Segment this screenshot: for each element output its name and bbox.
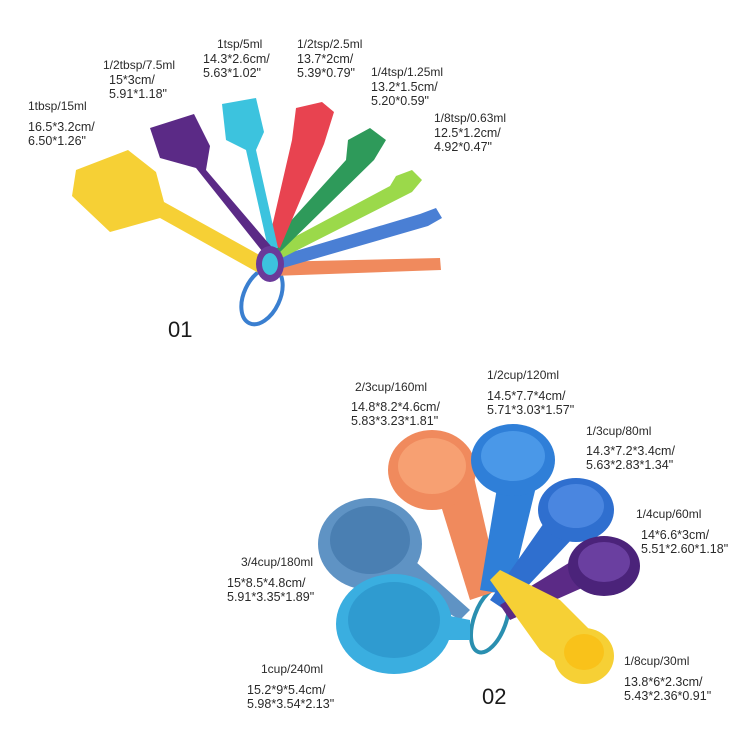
spoon-title: 1tbsp/15ml: [28, 99, 87, 113]
spoon-title: 1/2tbsp/7.5ml: [103, 58, 176, 72]
cup-label-1-3: 1/3cup/80ml 14.3*7.2*3.4cm/ 5.63*2.83*1.…: [586, 424, 675, 473]
cup-dim-in: 5.98*3.54*2.13": [247, 697, 335, 712]
spoon-1tbsp: [72, 150, 272, 276]
cup-title: 2/3cup/160ml: [355, 380, 428, 394]
set-number-02: 02: [482, 684, 507, 709]
cup-dim-in: 5.71*3.03*1.57": [487, 403, 575, 418]
spoon-dim-in: 5.20*0.59": [371, 94, 429, 109]
spoon-label-1tsp: 1tsp/5ml 14.3*2.6cm/ 5.63*1.02": [203, 37, 270, 81]
cup-label-1: 1cup/240ml 15.2*9*5.4cm/ 5.98*3.54*2.13": [247, 662, 335, 712]
spoon-dim-cm: 15*3cm/: [109, 72, 155, 87]
cup-dim-cm: 14.8*8.2*4.6cm/: [351, 399, 440, 414]
spoon-title: 1/8tsp/0.63ml: [434, 111, 507, 125]
cup-label-3-4: 3/4cup/180ml 15*8.5*4.8cm/ 5.91*3.35*1.8…: [227, 555, 315, 605]
spoon-title: 1tsp/5ml: [217, 37, 263, 51]
spoon-1-8tsp: [272, 208, 442, 270]
cup-title: 1/4cup/60ml: [636, 507, 702, 521]
spoon-orange: [270, 258, 441, 276]
cup-dim-cm: 14.3*7.2*3.4cm/: [586, 443, 675, 458]
spoon-dim-in: 5.91*1.18": [109, 87, 167, 102]
set-number-01: 01: [168, 317, 193, 342]
cup-dim-cm: 13.8*6*2.3cm/: [624, 674, 703, 689]
cup-dim-cm: 15.2*9*5.4cm/: [247, 682, 326, 697]
cup-dim-in: 5.91*3.35*1.89": [227, 590, 315, 605]
cup-label-1-2: 1/2cup/120ml 14.5*7.7*4cm/ 5.71*3.03*1.5…: [487, 368, 575, 418]
cup-title: 1/3cup/80ml: [586, 424, 652, 438]
spoon-dim-in: 6.50*1.26": [28, 134, 86, 149]
spoon-dim-cm: 14.3*2.6cm/: [203, 51, 270, 66]
spoon-label-1-4tsp: 1/4tsp/1.25ml 13.2*1.5cm/ 5.20*0.59": [371, 65, 444, 109]
spoon-1-2tsp: [268, 128, 386, 256]
spoon-dim-in: 5.63*1.02": [203, 66, 261, 81]
cup-dim-cm: 15*8.5*4.8cm/: [227, 575, 306, 590]
spoon-title: 1/4tsp/1.25ml: [371, 65, 444, 79]
cup-dim-cm: 14*6.6*3cm/: [641, 527, 710, 542]
cup-title: 1/8cup/30ml: [624, 654, 690, 668]
spoon-title: 1/2tsp/2.5ml: [297, 37, 363, 51]
cup-dim-in: 5.63*2.83*1.34": [586, 458, 674, 473]
spoon-label-1tbsp: 1tbsp/15ml 16.5*3.2cm/ 6.50*1.26": [28, 99, 95, 149]
cup-label-1-4: 1/4cup/60ml 14*6.6*3cm/ 5.51*2.60*1.18": [636, 507, 729, 557]
spoon-label-1-8tsp: 1/8tsp/0.63ml 12.5*1.2cm/ 4.92*0.47": [434, 111, 507, 155]
spoon-label-1-2tsp: 1/2tsp/2.5ml 13.7*2cm/ 5.39*0.79": [297, 37, 363, 81]
spoon-label-1-2tbsp: 1/2tbsp/7.5ml 15*3cm/ 5.91*1.18": [103, 58, 176, 102]
cup-title: 1cup/240ml: [261, 662, 324, 676]
cup-title: 1/2cup/120ml: [487, 368, 560, 382]
spoon-dim-in: 4.92*0.47": [434, 140, 492, 155]
cup-label-1-8: 1/8cup/30ml 13.8*6*2.3cm/ 5.43*2.36*0.91…: [624, 654, 712, 704]
cup-dim-in: 5.83*3.23*1.81": [351, 414, 439, 429]
cup-label-2-3: 2/3cup/160ml 14.8*8.2*4.6cm/ 5.83*3.23*1…: [351, 380, 440, 429]
spoon-dim-in: 5.39*0.79": [297, 66, 355, 81]
spoon-dim-cm: 13.2*1.5cm/: [371, 79, 438, 94]
spoon-1-4tsp: [270, 170, 422, 262]
cup-dim-in: 5.51*2.60*1.18": [641, 542, 729, 557]
spoon-dim-cm: 12.5*1.2cm/: [434, 125, 501, 140]
spoon-red: [268, 102, 334, 248]
cup-dim-in: 5.43*2.36*0.91": [624, 689, 712, 704]
spoon-dim-cm: 16.5*3.2cm/: [28, 119, 95, 134]
cup-title: 3/4cup/180ml: [241, 555, 314, 569]
cup-dim-cm: 14.5*7.7*4cm/: [487, 388, 566, 403]
spoon-1-2tbsp: [150, 114, 276, 256]
spoon-dim-cm: 13.7*2cm/: [297, 51, 354, 66]
spoon-1tsp: [222, 98, 278, 248]
